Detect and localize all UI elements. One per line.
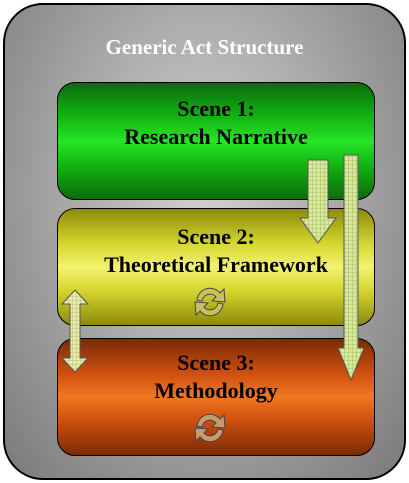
down-arrow-icon xyxy=(337,154,365,382)
scene-3-heading: Scene 3: xyxy=(177,350,255,375)
down-arrow-icon xyxy=(299,159,337,244)
scene-3-box: Scene 3: Methodology xyxy=(57,338,375,456)
scene-2-box: Scene 2: Theoretical Framework xyxy=(57,208,375,326)
cycle-icon xyxy=(194,413,226,443)
cycle-icon xyxy=(194,287,226,317)
scene-1-heading: Scene 1: xyxy=(177,96,255,121)
scene-2-heading: Scene 2: xyxy=(177,224,255,249)
double-headed-arrow-icon xyxy=(60,289,90,373)
scene-2-subtitle: Theoretical Framework xyxy=(104,252,328,277)
scene-3-subtitle: Methodology xyxy=(154,378,278,403)
diagram-title: Generic Act Structure xyxy=(105,35,304,59)
scene-1-subtitle: Research Narrative xyxy=(124,124,308,149)
